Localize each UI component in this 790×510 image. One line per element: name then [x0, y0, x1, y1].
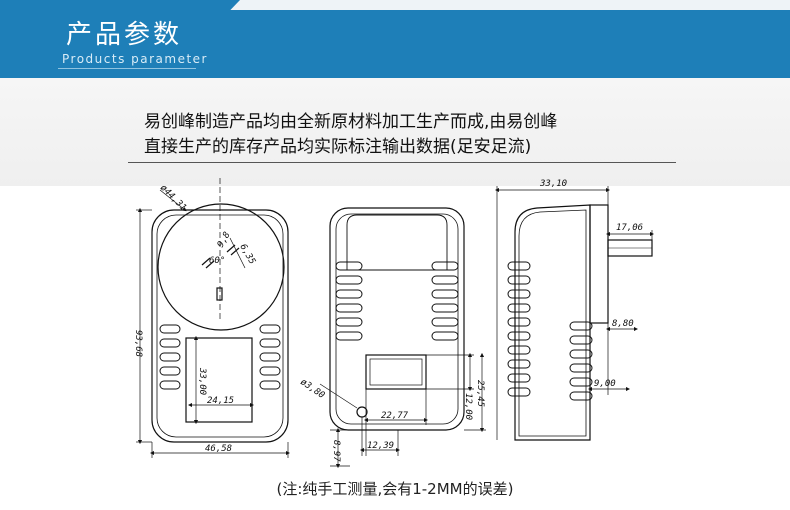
description-line-2: 直接生产的库存产品均实际标注输出数据(足安足流) — [144, 137, 532, 157]
header-tab — [0, 0, 240, 10]
front-left-slots — [159, 324, 181, 390]
back-right-slots — [431, 261, 459, 341]
back-inner-outline — [335, 213, 459, 425]
front-dimensions — [136, 178, 291, 458]
dim-label-width: 24,15 — [207, 396, 234, 406]
dim-back-label-height: 12,00 — [463, 393, 473, 420]
description-text: 易创峰制造产品均由全新原材料加工生产而成,由易创峰 直接生产的库存产品均实际标注… — [144, 110, 557, 160]
front-plug-circle — [157, 203, 285, 331]
back-view — [329, 207, 465, 431]
header-top-stripe — [0, 0, 790, 10]
back-top-panel — [346, 214, 448, 271]
title-underline — [58, 68, 196, 69]
description-band — [0, 78, 790, 186]
side-body-inner — [518, 209, 587, 437]
dim-back-bottom-offset: 8,97 — [331, 440, 341, 462]
description-divider — [128, 162, 676, 163]
dim-front-height: 93,68 — [133, 330, 143, 357]
dim-front-width: 46,58 — [205, 444, 232, 454]
back-label-area — [365, 354, 427, 390]
dim-back-label-width: 22,77 — [381, 411, 409, 421]
back-dimensions — [319, 352, 486, 469]
section-title: 产品参数 — [66, 20, 183, 50]
front-label-area — [185, 337, 253, 423]
back-led-hole — [356, 406, 368, 418]
side-left-slots — [507, 261, 531, 397]
dim-side-prong-length: 17,06 — [616, 223, 643, 233]
section-subtitle: Products parameter — [62, 52, 208, 66]
side-body — [514, 204, 591, 441]
dim-hole-diameter: ø3,80 — [298, 377, 326, 401]
dim-back-bottom-height: 25,45 — [475, 380, 485, 407]
section-header: 产品参数 Products parameter — [0, 0, 790, 78]
dim-side-prong-thickness: 8,80 — [612, 319, 634, 329]
side-plug-base — [589, 204, 609, 324]
dim-side-base-offset: 9,00 — [594, 379, 616, 389]
description-line-1: 易创峰制造产品均由全新原材料加工生产而成,由易创峰 — [144, 112, 558, 132]
back-label-inner — [369, 358, 423, 386]
dim-pin-spacing: 9,8 — [216, 230, 233, 249]
dim-front-diameter: ø44,31 — [158, 183, 188, 213]
front-pins — [201, 244, 240, 301]
dim-side-depth: 33,10 — [539, 179, 567, 189]
dim-pin-length: 6,35 — [237, 243, 257, 267]
front-right-slots — [259, 324, 281, 390]
side-right-slots — [569, 321, 593, 401]
dim-pin-angle: 60° — [209, 256, 225, 266]
side-dimensions — [494, 186, 655, 440]
side-view — [507, 204, 653, 441]
back-left-slots — [335, 261, 363, 341]
dim-back-hole-offset: 12,39 — [367, 441, 394, 451]
back-outline — [329, 207, 465, 431]
measurement-note: (注:纯手工测量,会有1-2MM的误差) — [276, 480, 514, 498]
dim-label-height: 33,00 — [197, 367, 207, 395]
front-ground-pin — [216, 287, 223, 301]
